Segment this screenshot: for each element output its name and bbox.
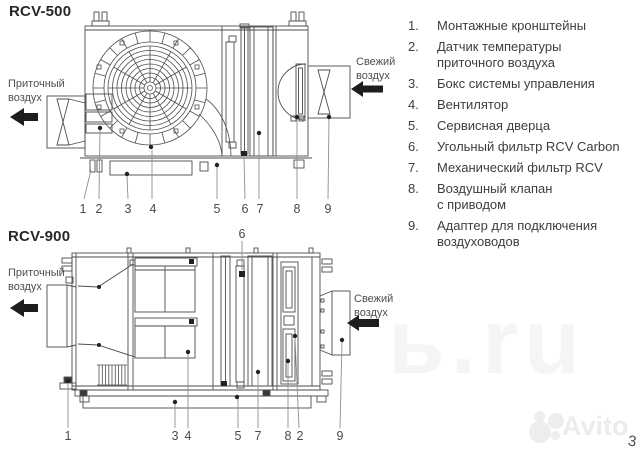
callout-number: 6	[238, 227, 246, 241]
callout-number: 2	[95, 202, 103, 216]
callout-number: 3	[171, 429, 179, 443]
avito-logo-icon	[548, 413, 564, 429]
site-watermark: ь.ru	[388, 291, 587, 393]
rcv500-filter-section	[221, 23, 277, 157]
rcv900-air-valve	[280, 261, 299, 385]
rcv500-callout-lines	[83, 118, 330, 200]
parts-legend: 1. Монтажные кронштейны 2. Датчик темпер…	[408, 18, 638, 255]
callout-number: 8	[284, 429, 292, 443]
callout-number: 4	[149, 202, 157, 216]
rcv900-supply-air-arrow	[10, 299, 38, 317]
avito-watermark: Avito	[500, 405, 640, 452]
legend-item: 6. Угольный фильтр RCV Carbon	[408, 139, 620, 154]
rcv500-air-valve	[277, 63, 307, 122]
rcv500-drawing	[46, 11, 351, 176]
rcv900-mechanical-filter	[247, 255, 273, 387]
callout-number: 1	[79, 202, 87, 216]
rcv900-callout-lines	[67, 241, 343, 429]
rcv900-control-box	[82, 395, 312, 409]
rcv500-mounting-brackets	[91, 11, 307, 27]
rcv500-supply-air-label: Приточный воздух	[8, 78, 65, 104]
rcv500-markers	[97, 114, 332, 177]
rcv900-drawing	[46, 247, 351, 409]
rcv500-right-adapter	[307, 65, 351, 119]
legend-item: 7. Механический фильтр RCV	[408, 160, 603, 175]
callout-number: 1	[64, 429, 72, 443]
avito-watermark-text: Avito	[562, 411, 629, 441]
rcv500-control-box	[109, 160, 193, 176]
callout-number: 9	[336, 429, 344, 443]
rcv900-coil	[97, 364, 127, 386]
rcv500-fan	[92, 30, 232, 157]
rcv900-fresh-air-label: Свежий воздух	[354, 293, 394, 319]
callout-number: 7	[254, 429, 262, 443]
callout-number: 7	[256, 202, 264, 216]
rcv500-left-adapter	[46, 93, 113, 149]
rcv900-right-adapter	[319, 290, 351, 356]
avito-logo-icon	[529, 421, 551, 443]
avito-logo-icon	[534, 411, 545, 422]
callout-number: 3	[124, 202, 132, 216]
callout-number: 4	[184, 429, 192, 443]
legend-item: 5. Сервисная дверца	[408, 118, 551, 133]
legend-item: 4. Вентилятор	[408, 97, 509, 112]
rcv900-fan-boxes	[129, 257, 198, 359]
rcv500-housing	[84, 25, 309, 157]
legend-item: 3. Бокс системы управления	[408, 76, 595, 91]
rcv500-mechanical-filter	[249, 26, 274, 157]
callout-number: 2	[296, 429, 304, 443]
rcv900-left-adapter	[46, 257, 77, 348]
rcv500-base	[89, 159, 305, 176]
rcv900-fresh-air-arrow	[347, 315, 379, 331]
rcv900-base	[74, 389, 329, 409]
rcv500-fresh-air-arrow	[351, 81, 383, 97]
callout-number: 6	[241, 202, 249, 216]
rcv500-title: RCV-500	[9, 3, 72, 20]
legend-item: 1. Монтажные кронштейны	[408, 18, 587, 33]
rcv900-markers	[65, 259, 345, 405]
callout-number: 9	[324, 202, 332, 216]
rcv900-supply-air-label: Приточный воздух	[8, 267, 65, 293]
callout-number: 5	[234, 429, 242, 443]
rcv500-supply-air-arrow	[10, 108, 38, 126]
rcv500-fresh-air-label: Свежий воздух	[356, 56, 396, 82]
rcv900-title: RCV-900	[8, 228, 71, 245]
callout-number: 5	[213, 202, 221, 216]
callout-number: 8	[293, 202, 301, 216]
avito-logo-icon	[551, 431, 560, 440]
